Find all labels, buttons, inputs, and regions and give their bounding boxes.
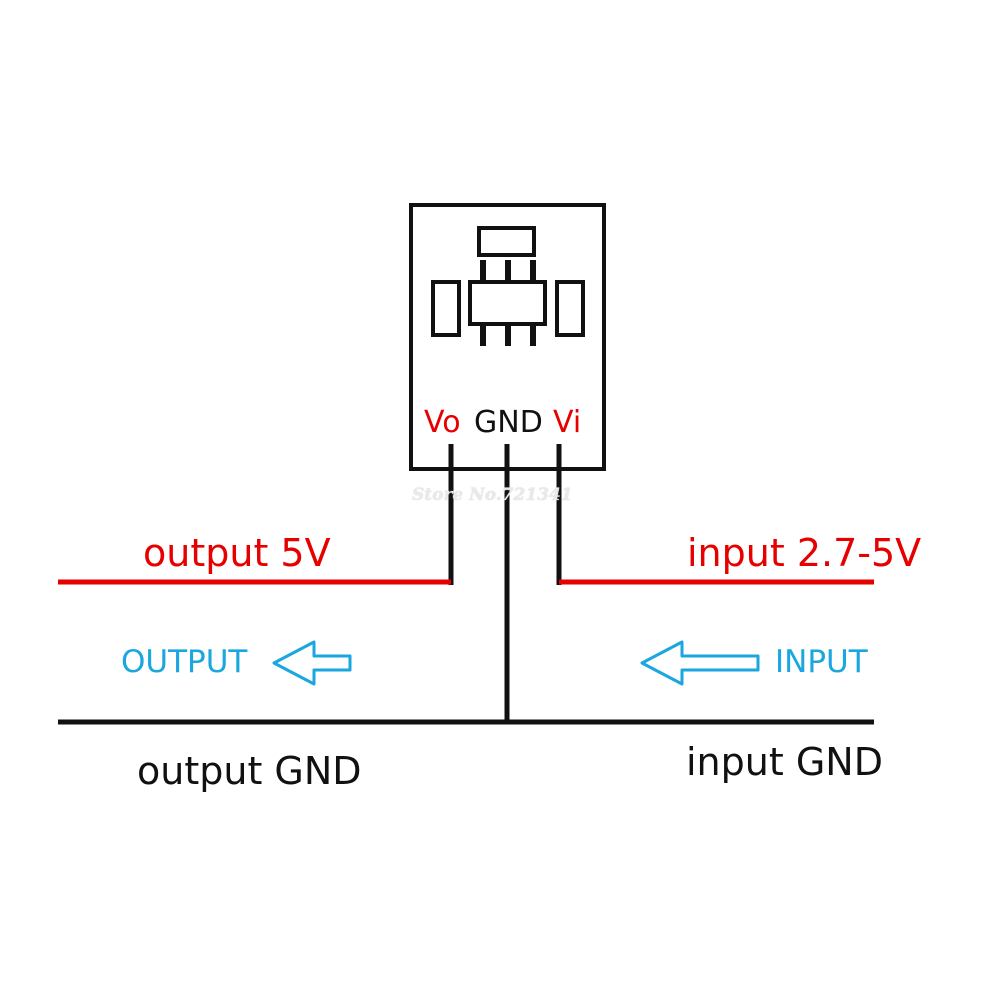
input-ground-label: input GND [686,740,883,784]
pin-label-vi: Vi [553,405,582,440]
input-direction-label: INPUT [775,644,868,680]
store-watermark: Store No.721341 [412,485,573,505]
output-direction-label: OUTPUT [121,644,248,680]
pin-label-vo: Vo [424,405,461,440]
input-voltage-label: input 2.7-5V [687,531,922,575]
pin-label-gnd: GND [474,405,543,440]
input-left-arrow-icon [640,640,760,686]
regulator-chip-icon [431,226,585,346]
output-ground-label: output GND [137,749,362,793]
output-voltage-label: output 5V [143,531,331,575]
output-left-arrow-icon [272,640,352,686]
